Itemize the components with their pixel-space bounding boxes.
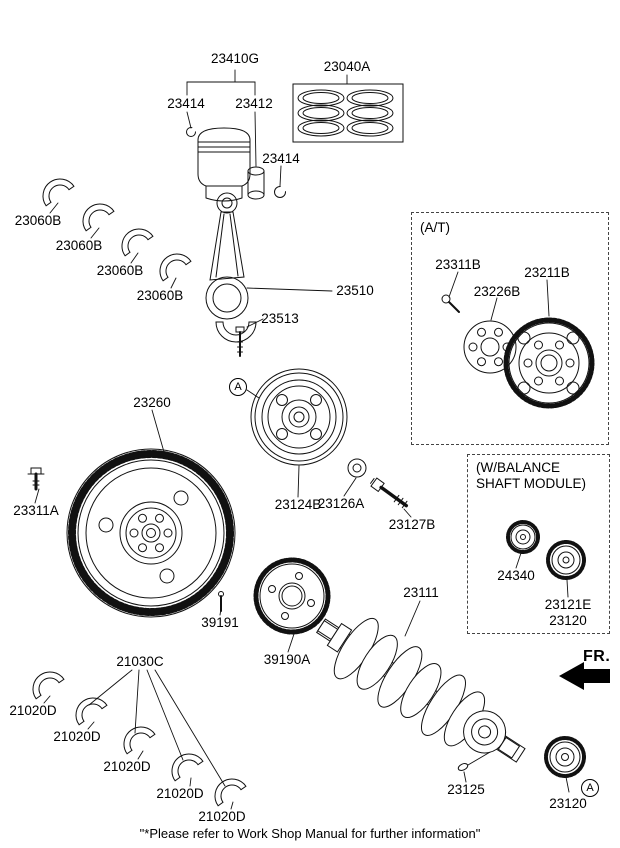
label-main-bearing-3: 21020D bbox=[103, 759, 151, 774]
label-crank-gear-e: 23121E bbox=[544, 597, 592, 612]
label-rod-bearing-4: 23060B bbox=[136, 288, 184, 303]
label-piston-ring-set: 23040A bbox=[323, 59, 371, 74]
label-sensor-wheel: 39190A bbox=[263, 652, 311, 667]
at-group-box bbox=[411, 212, 609, 445]
label-main-bearing-2: 21020D bbox=[53, 729, 101, 744]
drive-plate-drawing bbox=[503, 317, 595, 409]
label-sensor-bolt: 39191 bbox=[201, 615, 239, 630]
label-rod-bearing-1: 23060B bbox=[14, 213, 62, 228]
label-main-bearing-1: 21020D bbox=[9, 703, 57, 718]
balance-shaft-group-box bbox=[467, 454, 610, 634]
footnote: "*Please refer to Work Shop Manual for f… bbox=[139, 826, 481, 841]
sensor-wheel-drawing bbox=[253, 557, 331, 635]
label-rear-key: 23125 bbox=[447, 782, 485, 797]
label-at-adapter: 23226B bbox=[473, 284, 521, 299]
label-pulley-washer: 23126A bbox=[317, 496, 365, 511]
sensor-bolt-drawing bbox=[218, 591, 224, 612]
washer-drawing bbox=[347, 458, 367, 478]
callout-a-gear: A bbox=[581, 779, 599, 797]
label-rod-bearing-2: 23060B bbox=[55, 238, 103, 253]
fr-arrow-icon bbox=[559, 662, 610, 690]
label-rod-bearing-3: 23060B bbox=[96, 263, 144, 278]
label-main-bearing-5: 21020D bbox=[198, 809, 246, 824]
crankshaft-drawing bbox=[315, 617, 526, 763]
at-adapter-drawing bbox=[463, 320, 517, 374]
pulley-drawing bbox=[250, 368, 348, 466]
label-crank-gear-balance: 23120 bbox=[549, 613, 587, 628]
label-main-bearing-4: 21020D bbox=[156, 786, 204, 801]
callout-a-pulley: A bbox=[229, 378, 247, 396]
flywheel-bolt-drawing bbox=[27, 467, 45, 491]
label-main-bearing-set: 21030C bbox=[116, 654, 164, 669]
piston-drawing bbox=[186, 127, 251, 202]
balance-group-title-line2: SHAFT MODULE) bbox=[476, 476, 587, 491]
piston-ring-set-drawing bbox=[292, 83, 404, 143]
balance-group-title-line1: (W/BALANCE bbox=[476, 460, 561, 475]
label-at-bolt: 23311B bbox=[435, 257, 481, 272]
piston-pin-drawing bbox=[247, 166, 286, 200]
flywheel-drawing bbox=[66, 448, 236, 618]
fr-indicator: FR. bbox=[583, 648, 611, 665]
label-crank-gear-bottom: 23120 bbox=[549, 796, 587, 811]
balance-gear-drawings bbox=[506, 520, 586, 580]
label-piston-snap-ring-1: 23414 bbox=[167, 96, 205, 111]
label-flywheel-bolt: 23311A bbox=[13, 503, 59, 518]
label-connecting-rod: 23510 bbox=[336, 283, 374, 298]
at-bolt-drawing bbox=[441, 294, 460, 313]
label-piston-snap-ring-2: 23414 bbox=[262, 151, 300, 166]
label-piston-assembly: 23410G bbox=[210, 51, 260, 66]
pulley-bolt-drawing bbox=[370, 477, 409, 509]
label-rod-bolt: 23513 bbox=[261, 311, 299, 326]
label-flywheel: 23260 bbox=[133, 395, 171, 410]
label-crankshaft: 23111 bbox=[403, 585, 439, 600]
connecting-rod-drawing bbox=[205, 192, 257, 357]
label-pulley-bolt: 23127B bbox=[388, 517, 436, 532]
label-balance-gear: 24340 bbox=[497, 568, 535, 583]
at-group-title: (A/T) bbox=[420, 220, 450, 235]
label-damper-pulley: 23124B bbox=[274, 497, 322, 512]
rear-key-drawing bbox=[457, 763, 469, 771]
label-drive-plate: 23211B bbox=[524, 265, 570, 280]
crank-gear-drawing bbox=[544, 736, 586, 778]
label-piston-pin: 23412 bbox=[235, 96, 273, 111]
leader-lines bbox=[34, 69, 570, 810]
rod-bearing-drawings bbox=[42, 178, 192, 282]
main-bearing-drawings bbox=[32, 671, 247, 807]
